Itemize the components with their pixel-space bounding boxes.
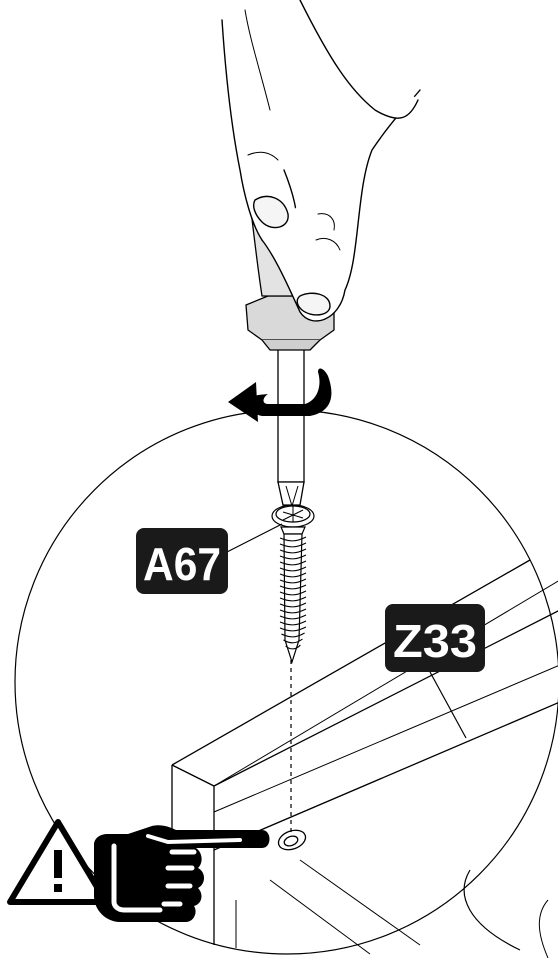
screw-thread-line — [279, 554, 307, 560]
screwdriver-shaft — [277, 341, 305, 507]
screw-thread-line — [279, 572, 307, 578]
screw-thread-line — [283, 638, 303, 644]
part-label-a67: A67 — [136, 523, 283, 594]
screw-thread-line — [279, 626, 307, 632]
screw-thread-line — [279, 578, 307, 584]
part-label-z33-text: Z33 — [393, 615, 477, 667]
screw-thread-line — [279, 542, 307, 548]
screw-thread-line — [279, 566, 307, 572]
warning-triangle-exclamation-icon — [7, 819, 109, 905]
clockwise-arrow-icon — [228, 368, 332, 422]
hand — [221, 0, 421, 322]
screw-hole — [277, 829, 307, 851]
screw-thread-line — [279, 602, 307, 608]
screw-thread — [279, 536, 307, 650]
screw-thread-line — [279, 596, 307, 602]
screw-thread-line — [279, 548, 307, 554]
pointing-hand-icon — [94, 825, 270, 922]
screw-thread-line — [279, 584, 307, 590]
screw-thread-line — [279, 608, 307, 614]
screw-thread-line — [279, 614, 307, 620]
screw-thread-line — [281, 632, 305, 638]
screw-thread-line — [279, 590, 307, 596]
screw-thread-line — [279, 536, 307, 542]
board-part — [171, 559, 558, 958]
screw-part — [271, 504, 315, 664]
part-label-a67-text: A67 — [143, 538, 221, 590]
screw-thread-line — [279, 560, 307, 566]
screw-thread-line — [285, 644, 301, 650]
screw-thread-line — [279, 620, 307, 626]
part-label-z33: Z33 — [385, 604, 485, 739]
